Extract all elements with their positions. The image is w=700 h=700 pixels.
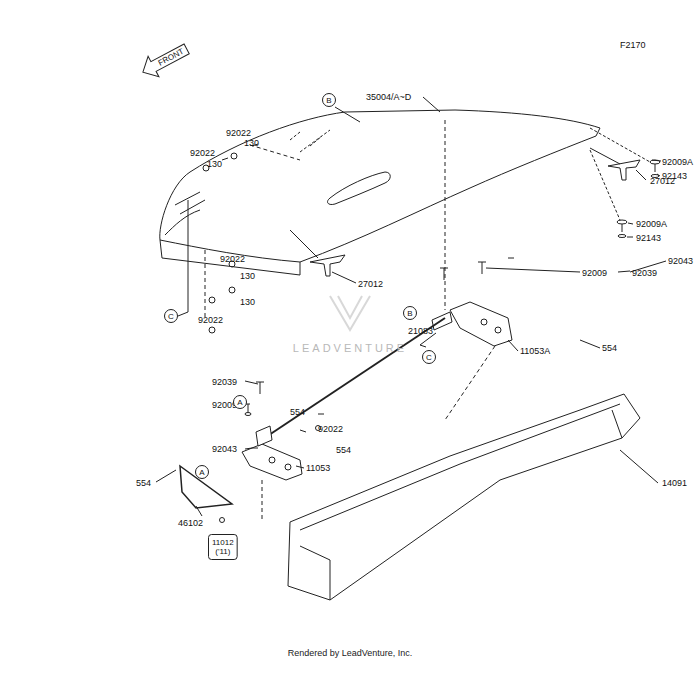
callout-number: 27012	[650, 176, 675, 186]
node-text: B	[322, 96, 336, 105]
callout-number: 92022	[198, 315, 223, 325]
callout-number: 92009	[582, 268, 607, 278]
callout-number: 554	[290, 407, 305, 417]
callout-number: 92043	[668, 256, 693, 266]
reference-circle: C	[422, 350, 436, 364]
reference-circle: B	[322, 93, 336, 107]
callout-number: 554	[336, 445, 351, 455]
node-text: C	[164, 312, 178, 321]
callout-number: 92043	[212, 444, 237, 454]
callout-number: 130	[240, 297, 255, 307]
callout-number: 92143	[636, 233, 661, 243]
figure-number: F2170	[620, 40, 646, 50]
callout-number: 92009A	[636, 219, 667, 229]
credit-line: Rendered by LeadVenture, Inc.	[288, 648, 413, 658]
node-text: ('11)	[212, 547, 234, 556]
reference-circle: C	[164, 309, 178, 323]
callout-number: 92022	[220, 254, 245, 264]
callout-number: 92009A	[662, 157, 693, 167]
callout-number: 11053A	[520, 346, 550, 356]
callout-number: 554	[602, 343, 617, 353]
callout-number: 92039	[212, 377, 237, 387]
reference-circle: A	[233, 395, 247, 409]
node-text: A	[195, 468, 209, 477]
reference-circle: A	[195, 465, 209, 479]
callout-number: 27012	[358, 279, 383, 289]
callout-number: 92022	[226, 128, 251, 138]
variant-box: 11012('11)	[208, 534, 238, 560]
callout-number: 130	[240, 271, 255, 281]
callout-number: 35004/A~D	[366, 92, 411, 102]
node-text: C	[422, 353, 436, 362]
callout-number: 21083	[408, 326, 433, 336]
watermark: LEADVENTURE	[293, 343, 407, 353]
callout-number: 554	[136, 478, 151, 488]
callout-number: 46102	[178, 518, 203, 528]
callout-number: 92022	[318, 424, 343, 434]
callout-number: 14091	[662, 478, 687, 488]
reference-circle: B	[403, 306, 417, 320]
node-text: A	[233, 398, 247, 407]
callout-number: 130	[207, 159, 222, 169]
front-arrow: FRONT	[139, 41, 191, 79]
callout-number: 130	[244, 138, 259, 148]
node-text: 11012	[212, 538, 234, 547]
callout-number: 92039	[632, 268, 657, 278]
callout-number: 92022	[190, 148, 215, 158]
callout-number: 11053	[306, 463, 330, 473]
node-text: B	[403, 309, 417, 318]
